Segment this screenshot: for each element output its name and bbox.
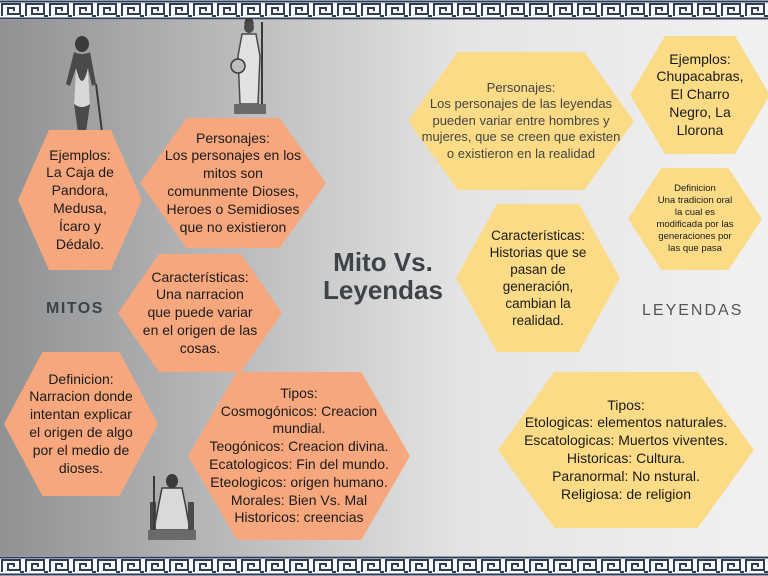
mitos-personajes-text: Personajes: Los personajes en los mitos … [164,129,302,235]
page-title: Mito Vs. Leyendas [323,247,443,306]
seated-zeus-statue-icon [148,474,196,540]
leyendas-ejemplos-hex: Ejemplos: Chupacabras, El Charro Negro, … [630,36,768,154]
leyendas-caracteristicas-hex: Características: Historias que se pasan … [456,204,620,352]
zeus-statue-icon [58,36,106,145]
leyendas-definicion-hex: Definicion Una tradicion oral la cual es… [628,168,762,270]
athena-statue-icon [230,18,266,114]
greek-key-bottom-border [0,556,768,576]
mitos-tipos-hex: Tipos: Cosmogónicos: Creacion mundial. T… [188,372,410,540]
greek-key-top-border [0,0,768,20]
leyendas-definicion-text: Definicion Una tradicion oral la cual es… [656,182,734,255]
mitos-ejemplos-text: Ejemplos: La Caja de Pandora, Medusa, Íc… [46,146,114,252]
mitos-caracteristicas-text: Características: Una narracion que puede… [142,268,258,356]
leyendas-label: LEYENDAS [642,302,744,319]
mitos-definicion-text: Definicion: Narracion donde intentan exp… [29,370,133,476]
mitos-caracteristicas-hex: Características: Una narracion que puede… [118,254,282,372]
leyendas-tipos-hex: Tipos: Etologicas: elementos naturales. … [498,372,754,528]
leyendas-tipos-text: Tipos: Etologicas: elementos naturales. … [524,396,728,502]
mitos-tipos-text: Tipos: Cosmogónicos: Creacion mundial. T… [209,384,389,526]
mitos-definicion-hex: Definicion: Narracion donde intentan exp… [4,352,158,496]
leyendas-personajes-text: Personajes: Los personajes de las leyend… [421,79,621,161]
leyendas-personajes-hex: Personajes: Los personajes de las leyend… [408,52,634,190]
greek-key-border-icon [0,0,768,20]
mitos-personajes-hex: Personajes: Los personajes en los mitos … [140,118,326,248]
mitos-ejemplos-hex: Ejemplos: La Caja de Pandora, Medusa, Íc… [18,130,142,270]
mitos-label: MITOS [46,300,104,317]
greek-key-border-icon [0,556,768,576]
leyendas-caracteristicas-text: Características: Historias que se pasan … [489,227,587,329]
leyendas-ejemplos-text: Ejemplos: Chupacabras, El Charro Negro, … [656,50,744,138]
